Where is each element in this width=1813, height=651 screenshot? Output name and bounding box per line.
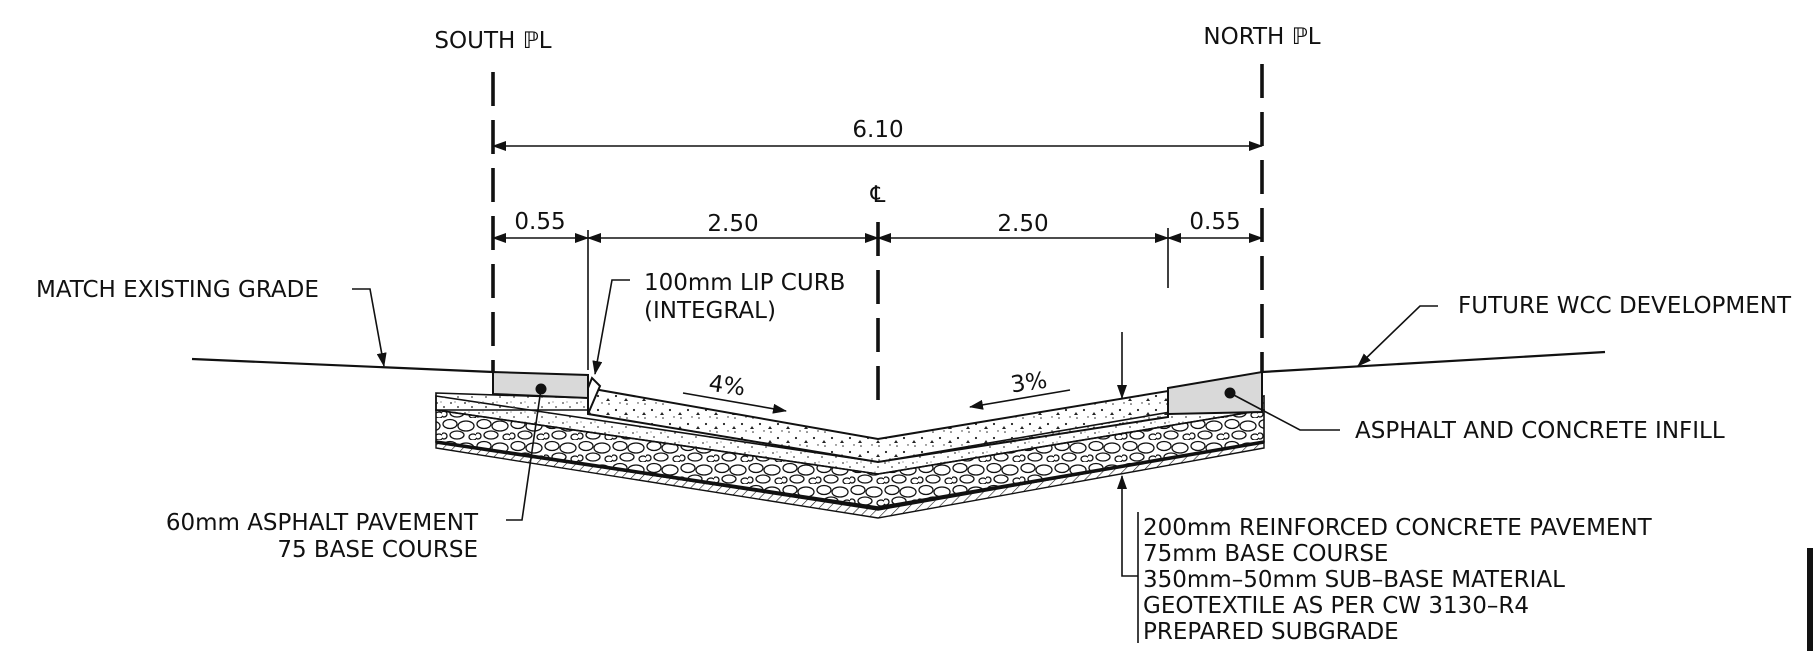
north-pl-label: NORTH ℙL <box>1203 24 1320 50</box>
layer-callouts: 200mm REINFORCED CONCRETE PAVEMENT 75mm … <box>1143 515 1653 645</box>
future-wcc-label: FUTURE WCC DEVELOPMENT <box>1458 293 1792 319</box>
subgrade-hatch <box>435 441 1265 519</box>
match-grade-leader <box>352 288 387 367</box>
lip-curb-leader <box>592 279 630 375</box>
left-slope-text: 4% <box>707 371 747 402</box>
left-lane-text: 2.50 <box>707 211 758 237</box>
existing-grade-left <box>191 357 494 374</box>
layer-callout-5: PREPARED SUBGRADE <box>1143 619 1399 645</box>
layer-callout-4: GEOTEXTILE AS PER CW 3130–R4 <box>1143 593 1529 619</box>
left-slope-arrow <box>682 392 787 414</box>
south-pl-label: SOUTH ℙL <box>434 28 551 54</box>
existing-grade-right <box>1261 350 1606 374</box>
right-slope-text: 3% <box>1009 368 1049 399</box>
layer-callout-1: 200mm REINFORCED CONCRETE PAVEMENT <box>1143 515 1653 541</box>
right-boulevard-text: 0.55 <box>1189 209 1240 235</box>
right-lane-text: 2.50 <box>997 211 1048 237</box>
edge-mark <box>1807 548 1813 651</box>
asphalt-leader <box>506 388 542 521</box>
lip-curb-label-2: (INTEGRAL) <box>644 298 776 324</box>
centerline-label: ℄ <box>870 182 886 208</box>
asphalt-label-1: 60mm ASPHALT PAVEMENT <box>166 510 479 536</box>
left-boulevard-text: 0.55 <box>514 209 565 235</box>
right-infill-block <box>1167 370 1263 416</box>
right-slope-arrow <box>969 389 1071 410</box>
match-grade-label: MATCH EXISTING GRADE <box>36 277 319 303</box>
layer-callout-3: 350mm–50mm SUB–BASE MATERIAL <box>1143 567 1565 593</box>
lip-curb-label-1: 100mm LIP CURB <box>644 270 845 296</box>
layer-callout-2: 75mm BASE COURSE <box>1143 541 1388 567</box>
asphalt-label-2: 75 BASE COURSE <box>277 537 478 563</box>
future-wcc-leader <box>1357 305 1438 367</box>
infill-leader <box>1229 392 1340 431</box>
layers-leader <box>1117 475 1138 577</box>
overall-dim-text: 6.10 <box>852 117 903 143</box>
infill-label: ASPHALT AND CONCRETE INFILL <box>1355 418 1725 444</box>
